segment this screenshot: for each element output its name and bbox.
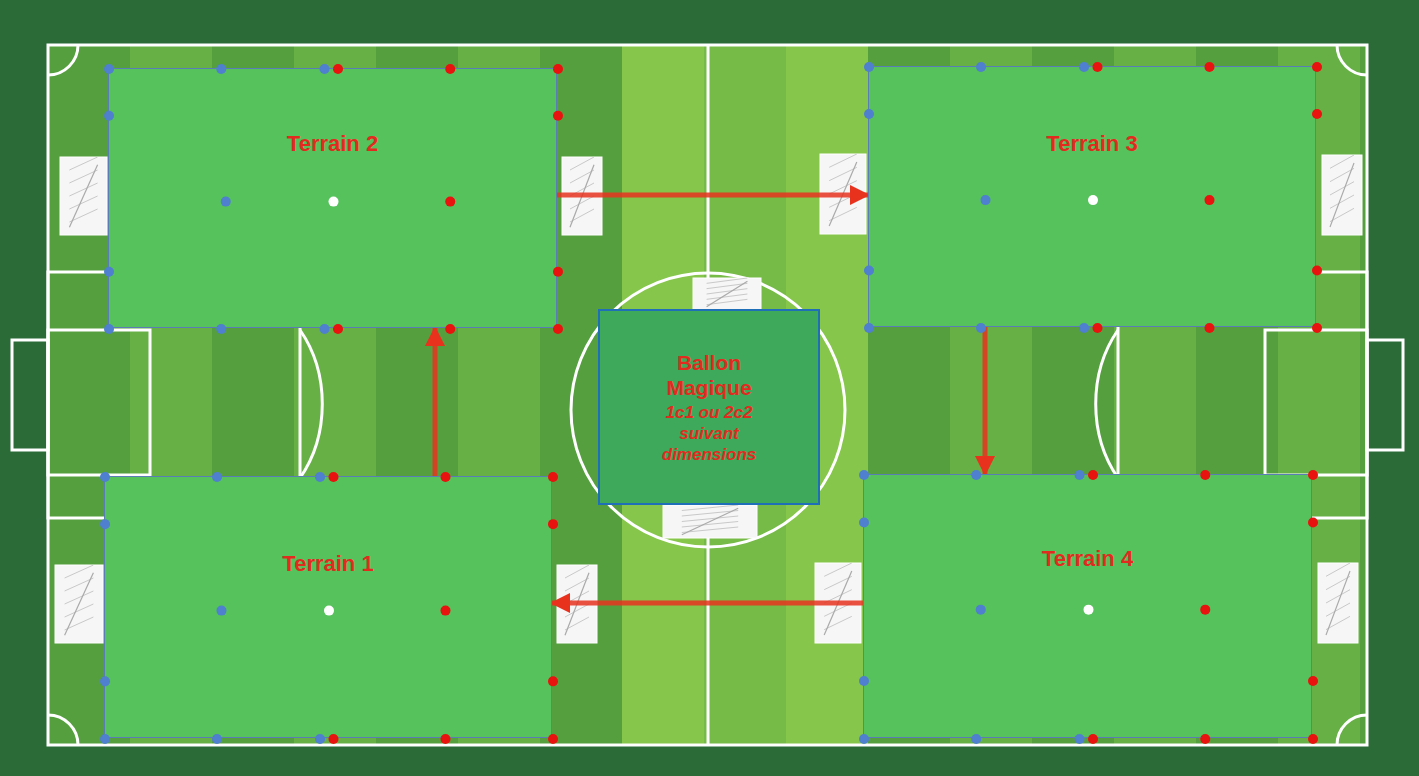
small-goal [562,157,602,235]
rotation-arrow [983,327,988,474]
pitch-label: Terrain 1 [105,551,551,577]
pitch-label: Terrain 4 [864,546,1311,572]
box-title: Ballon Magique [644,350,774,400]
small-goal [815,563,861,643]
sub-pitch: Terrain 3 [868,66,1316,327]
cone-markers [864,475,1313,739]
rotation-arrow [433,328,438,476]
sub-pitch: Terrain 2 [108,68,557,328]
small-goal [1318,563,1358,643]
rotation-arrow [557,193,868,198]
sub-pitch: Terrain 1 [104,476,552,738]
cone-markers [105,477,553,739]
small-goal [557,565,597,643]
sub-pitch: Terrain 4 [863,474,1312,738]
small-goal [60,157,107,235]
small-goal [693,278,761,310]
small-goal [55,565,103,643]
small-goal [820,154,866,234]
cone-markers [109,69,558,329]
rotation-arrow [552,601,863,606]
small-goal [1322,155,1362,235]
box-subtitle: 1c1 ou 2c2 suivant dimensions [647,402,772,465]
cone-markers [869,67,1317,328]
center-box: Ballon Magique1c1 ou 2c2 suivant dimensi… [598,309,820,505]
small-goal [663,505,757,538]
pitch-label: Terrain 2 [109,131,556,157]
pitch-label: Terrain 3 [869,131,1315,157]
